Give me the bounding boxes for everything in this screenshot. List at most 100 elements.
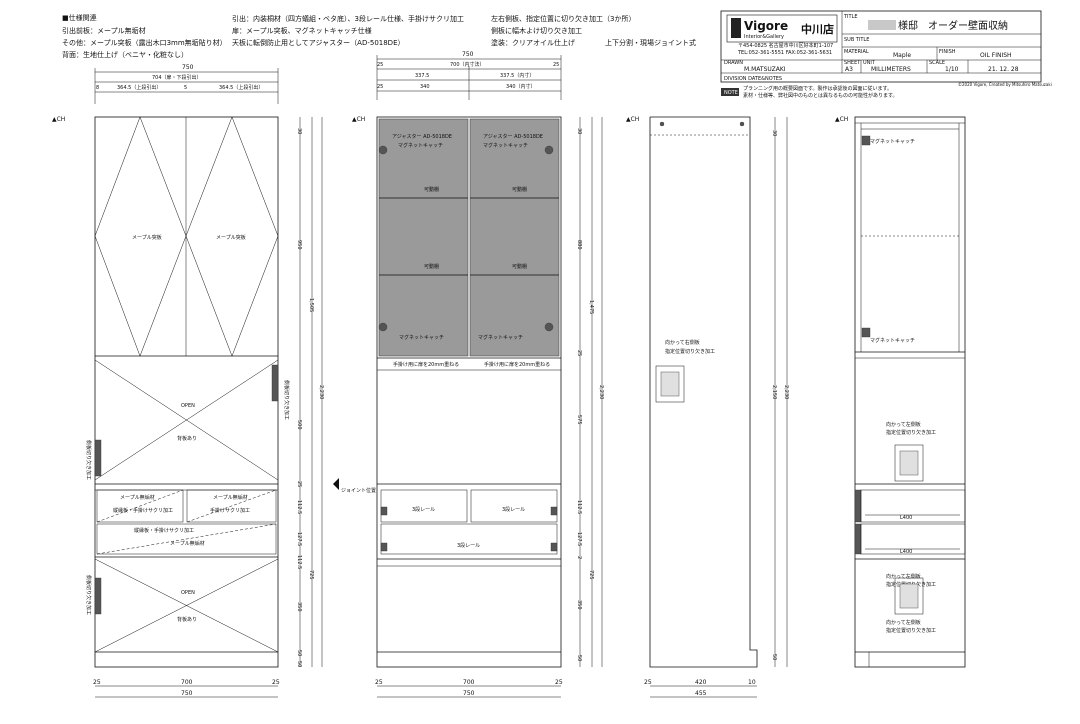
dim-750: 750 bbox=[182, 64, 194, 71]
magnet-bottom-left: マグネットキャッチ bbox=[399, 334, 444, 341]
int-dim-750: 750 bbox=[462, 51, 474, 58]
side-dim-2150: 2,150 bbox=[771, 385, 777, 399]
redacted-name bbox=[868, 20, 896, 30]
joint-label: ジョイント位置 bbox=[341, 487, 376, 494]
dim-704: 704（扉・下段引出） bbox=[152, 74, 202, 81]
section-cut-note1-a: 向かって左側板 bbox=[886, 421, 921, 428]
dim-front-112b: 112.5 bbox=[296, 555, 302, 569]
section-view: ▲CH マグネットキャッチ マグネットキャッチ 向かって左側板 指定位置切り欠き… bbox=[835, 116, 966, 668]
dim-front-2230: 2,230 bbox=[318, 385, 324, 399]
int-dim-127: 127.5 bbox=[576, 532, 582, 546]
drawer-label-left: メープル無垢材 bbox=[120, 494, 155, 501]
rail-bottom: 3段レール bbox=[457, 542, 480, 549]
section-cut-note3-b: 指定位置切り欠き加工 bbox=[886, 627, 936, 634]
side-bottom-420: 420 bbox=[695, 679, 707, 686]
side-cut-note-3: 側板切り欠き加工 bbox=[85, 575, 92, 615]
side-elevation: ▲CH 向かって右側板 指定位置切り欠き加工 30 2,150 50 2,230… bbox=[626, 116, 789, 698]
drawer-center-label: 縦縁板・手掛けサクリ加工 bbox=[134, 527, 194, 534]
drawn-value: M.MATSUZAKI bbox=[744, 66, 786, 73]
dim-bottom-750: 750 bbox=[181, 690, 193, 697]
logo-subtext: Interior&Gallery bbox=[744, 34, 784, 40]
spec-notes: ■仕様関連 引出前板：メープル無垢材 その他：メープル突板（露出木口3mm無垢貼… bbox=[62, 13, 696, 59]
rail-left: 3段レール bbox=[412, 506, 435, 513]
dim-front-112a: 112.5 bbox=[296, 500, 302, 514]
int-dim-25b: 25 bbox=[553, 62, 559, 68]
dim-front-725: 725 bbox=[308, 570, 314, 580]
dim-8: 8 bbox=[96, 85, 99, 91]
spec-col4: 上下分割・現場ジョイント式 bbox=[605, 38, 696, 47]
title-value: 様邸 オーダー壁面収納 bbox=[898, 19, 1008, 32]
drawer-grip-right: 手掛けサクリ加工 bbox=[210, 507, 250, 514]
dim-364-left: 364.5（上段引出） bbox=[117, 84, 161, 91]
open-label-upper: OPEN bbox=[181, 403, 195, 409]
sheet-label: SHEET bbox=[844, 60, 861, 66]
tel: TEL:052-361-5551 FAX:052-361-5631 bbox=[737, 50, 832, 56]
spec-heading: ■仕様関連 bbox=[62, 13, 97, 22]
int-dim-50: 50 bbox=[576, 655, 582, 661]
spec-col3-line3: 塗装：クリアオイル仕上げ bbox=[491, 38, 575, 47]
cutout-box-side bbox=[655, 365, 685, 403]
int-bottom-750: 750 bbox=[463, 690, 475, 697]
spec-col1-line1: 引出前板：メープル無垢材 bbox=[62, 26, 146, 35]
int-dim-337b: 337.5（内寸） bbox=[500, 72, 534, 79]
int-dim-2: 2 bbox=[576, 556, 582, 559]
back-label-lower: 背板あり bbox=[177, 616, 197, 623]
int-dim-337a: 337.5 bbox=[415, 73, 429, 79]
dim-bottom-25b: 25 bbox=[272, 679, 280, 686]
dim-front-350: 350 bbox=[296, 602, 302, 612]
note-line1: プランニング用の概要図面です。製作は承認後の図面に従います。 bbox=[743, 85, 892, 92]
drawer-label-right: メープル無垢材 bbox=[213, 494, 248, 501]
dim-bottom-25a: 25 bbox=[93, 679, 101, 686]
dim-front-500: 500 bbox=[296, 420, 302, 430]
int-dim-25c: 25 bbox=[377, 84, 383, 90]
finish-value: OIL FINISH bbox=[980, 52, 1012, 59]
int-bottom-25b: 25 bbox=[555, 679, 563, 686]
side-bottom-455: 455 bbox=[695, 690, 707, 697]
int-dim-25a: 25 bbox=[377, 62, 383, 68]
sub-title-label: SUB TITLE bbox=[844, 37, 869, 43]
shelf-label-4: 可動棚 bbox=[512, 263, 527, 270]
ch-marker-section: ▲CH bbox=[835, 116, 848, 123]
cutout-note-2: 指定位置切り欠き加工 bbox=[665, 348, 715, 355]
door-note-right: 手掛け用に扉を20mm重ねる bbox=[484, 361, 550, 368]
upper-right-compartment bbox=[469, 118, 560, 357]
shelf-label-1: 可動棚 bbox=[424, 186, 439, 193]
int-dim-880: 880 bbox=[576, 240, 582, 250]
int-dim-700: 700（内寸法） bbox=[450, 61, 485, 68]
finish-label: FINISH bbox=[939, 49, 956, 55]
dim-front-950: 950 bbox=[296, 240, 302, 250]
logo-box bbox=[726, 14, 838, 43]
door-label-right: メープル突板 bbox=[216, 234, 246, 241]
section-magnet-top: マグネットキャッチ bbox=[870, 138, 915, 145]
address: 〒454-0825 名古屋市中川区好本町1-107 bbox=[738, 42, 833, 49]
interior-elevation: 750 700（内寸法） 25 25 337.5 337.5（内寸） 25 34… bbox=[333, 51, 604, 698]
section-cut-note1-b: 指定位置切り欠き加工 bbox=[886, 429, 936, 436]
unit-value: MILLIMETERS bbox=[871, 66, 911, 73]
spec-col1-line3: 背面：生地仕上げ（ベニヤ・化粧なし） bbox=[62, 50, 188, 59]
int-dim-1475: 1,475 bbox=[588, 300, 594, 314]
int-dim-2230: 2,230 bbox=[598, 385, 604, 399]
dim-front-50b: 50 bbox=[296, 661, 302, 667]
section-cutout-2 bbox=[894, 577, 924, 615]
int-bottom-700: 700 bbox=[463, 679, 475, 686]
dim-bottom-700: 700 bbox=[181, 679, 193, 686]
side-dim-50: 50 bbox=[771, 654, 777, 660]
logo-mark bbox=[731, 18, 741, 38]
spec-col3-line1: 左右側板、指定位置に切り欠き加工（3か所） bbox=[491, 14, 635, 23]
dim-5: 5 bbox=[184, 85, 187, 91]
upper-left-compartment bbox=[378, 118, 469, 357]
section-cut-note2-a: 向かって左側板 bbox=[886, 573, 921, 580]
scale-value: 1/10 bbox=[945, 66, 959, 73]
int-dim-340a: 340 bbox=[420, 84, 430, 90]
adjuster-right: アジャスター AD-5018DE bbox=[483, 133, 543, 140]
side-dim-2230: 2,230 bbox=[783, 385, 789, 399]
int-dim-725: 725 bbox=[588, 570, 594, 580]
spec-col2-line2: 扉：メープル突板、マグネットキャッチ仕様 bbox=[232, 26, 372, 35]
date-value: 21. 12. 28 bbox=[988, 66, 1019, 73]
spec-col2-line1: 引出：内装桐材（四方蟻組・ベタ底）、3段レール仕様、手掛けサクリ加工 bbox=[232, 14, 464, 23]
int-dim-25: 25 bbox=[576, 350, 582, 356]
note-tag-box bbox=[721, 88, 739, 96]
scale-label: SCALE bbox=[929, 60, 945, 66]
